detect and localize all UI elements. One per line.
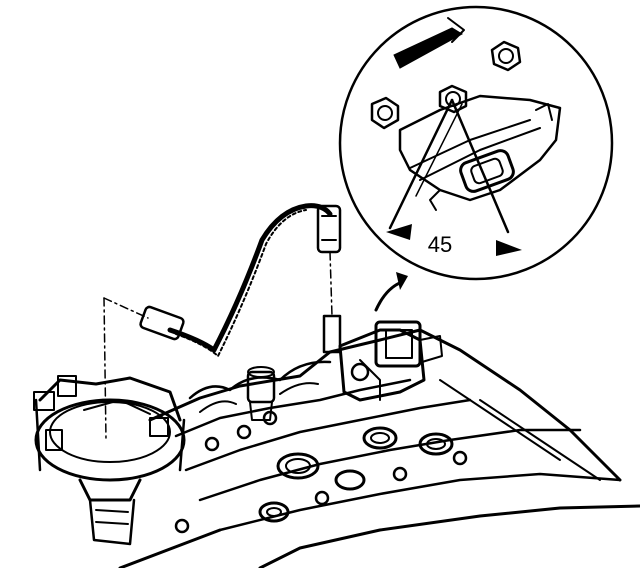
- curved-arrow-head-icon: [396, 272, 408, 290]
- detail-connector: [459, 149, 515, 193]
- sensor-bracket: [322, 314, 443, 402]
- wire-plug: [139, 305, 185, 341]
- engine-assembly: [33, 314, 640, 568]
- arrow-left-icon: [386, 224, 412, 240]
- detail-circle: [338, 5, 614, 281]
- detail-view: 45: [338, 5, 614, 281]
- wire-end-connector: [316, 204, 342, 254]
- leader-line-left: [103, 297, 107, 441]
- detail-plate: [393, 27, 464, 69]
- distributor: [33, 375, 186, 546]
- angle-label: 45: [428, 232, 452, 257]
- leader-line-right: [329, 251, 333, 317]
- arrow-right-icon: [496, 240, 522, 256]
- plenum: [188, 360, 332, 400]
- manifold-bolts: [174, 410, 468, 534]
- angle-line-right: [450, 98, 510, 234]
- detail-bracket: [398, 94, 562, 202]
- detail-plate-edge: [447, 17, 465, 43]
- intake-ports: [258, 426, 454, 523]
- idle-air-valve: [246, 366, 276, 421]
- hex-nut-right: [490, 40, 522, 72]
- angle-line-left: [388, 98, 454, 230]
- wire-harness: [139, 203, 342, 357]
- hex-nut-left: [370, 96, 400, 130]
- curved-arrow: [374, 280, 404, 312]
